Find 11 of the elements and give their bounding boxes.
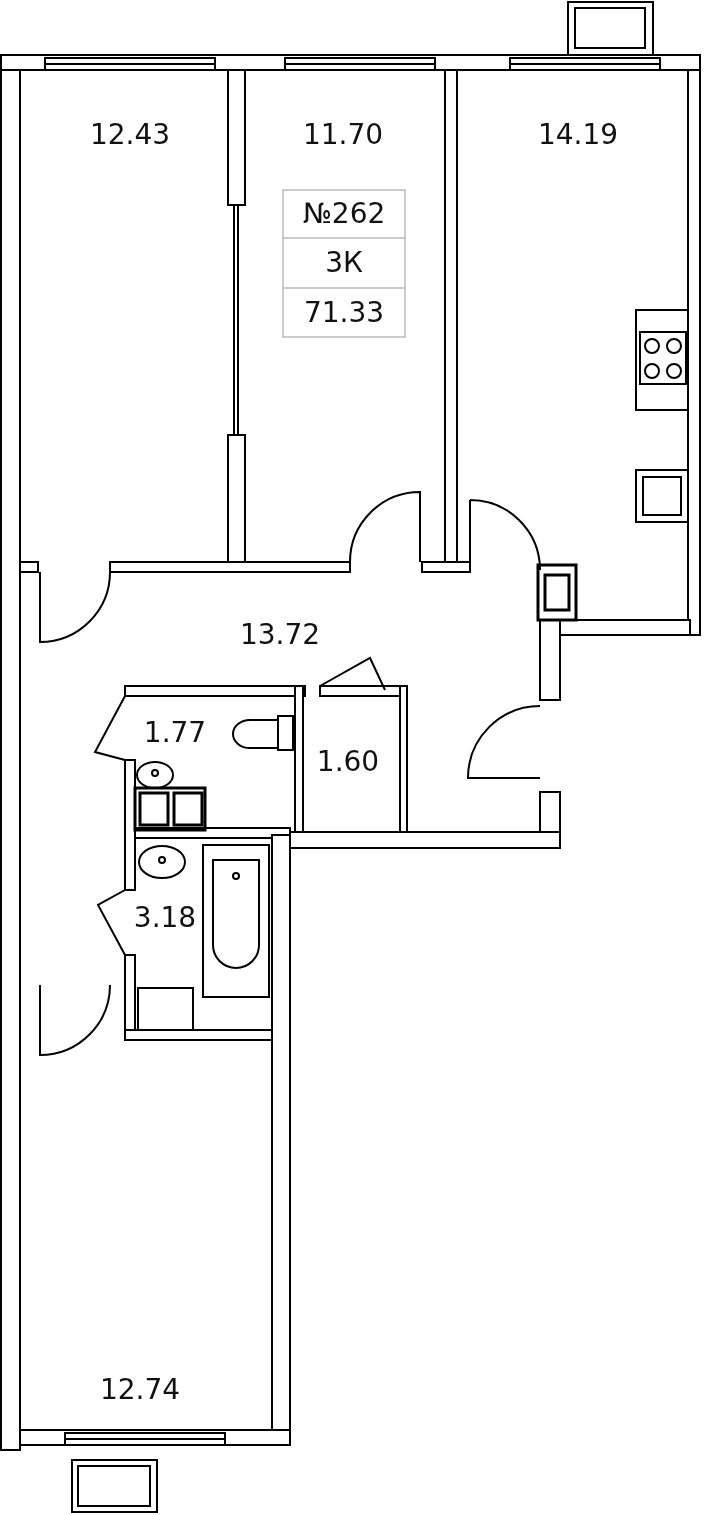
room-area: 1.60 (316, 748, 380, 776)
room-area: 1.77 (143, 719, 207, 747)
total-area: 71.33 (303, 299, 385, 327)
room-count: 3К (325, 249, 363, 277)
room-area: 3.18 (133, 904, 197, 932)
apartment-number: №262 (302, 200, 386, 228)
room-area: 12.43 (89, 121, 171, 149)
room-area: 11.70 (302, 121, 384, 149)
room-area: 14.19 (537, 121, 619, 149)
room-area: 13.72 (239, 621, 321, 649)
room-area: 12.74 (99, 1376, 181, 1404)
